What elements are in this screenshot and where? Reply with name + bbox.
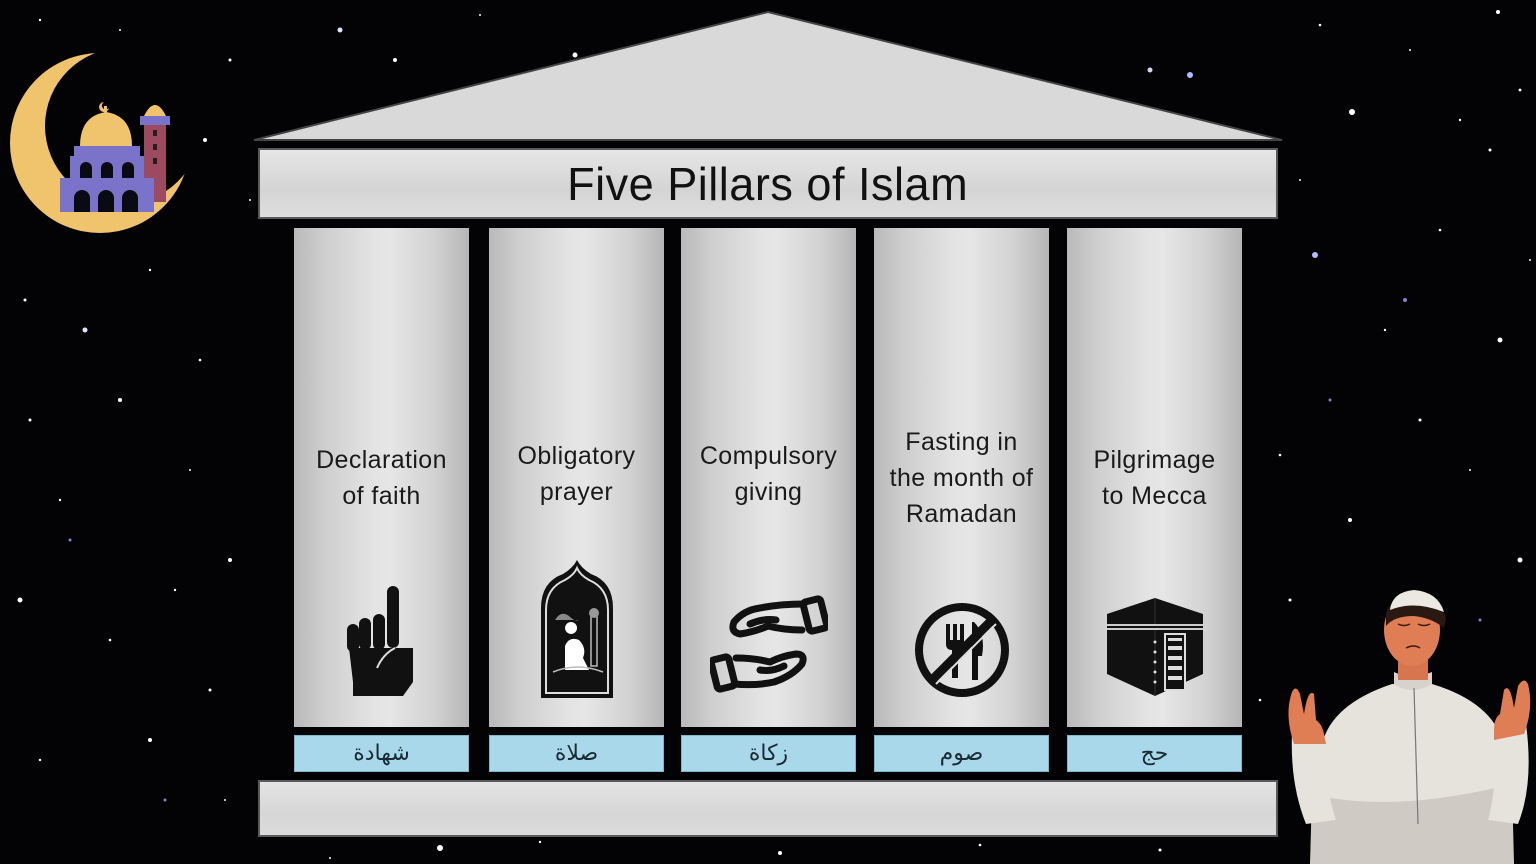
page-title: Five Pillars of Islam: [567, 157, 969, 210]
raised-index-finger-icon: [346, 586, 413, 696]
arabic-label-shahada: شهادة: [294, 735, 469, 772]
pillar-pilgrimage-mecca: Pilgrimage to Mecca: [1067, 228, 1242, 727]
praying-man-illustration: [1288, 590, 1531, 864]
temple-roof: [253, 10, 1283, 141]
arabic-label-hajj: حج: [1067, 735, 1242, 772]
pillar-label: Pilgrimage to Mecca: [1093, 446, 1216, 510]
pillar-label: Compulsory giving: [699, 442, 838, 506]
kaaba-icon: [1106, 598, 1203, 696]
pillar-declaration-of-faith: Declaration of faith: [294, 228, 469, 727]
pillar-label: Declaration of faith: [316, 446, 447, 510]
no-food-icon: [914, 603, 1009, 697]
pillar-compulsory-giving: Compulsory giving: [681, 228, 856, 727]
arabic-label-sawm: صوم: [874, 735, 1049, 772]
praying-person-in-arch-icon: [540, 560, 613, 698]
giving-hands-icon: [709, 595, 828, 693]
title-banner: Five Pillars of Islam: [258, 148, 1278, 219]
crescent-mosque-icon: [10, 53, 190, 233]
temple-base: [258, 780, 1278, 837]
arabic-label-zakah: زكاة: [681, 735, 856, 772]
arabic-label-salah: صلاة: [489, 735, 664, 772]
pillar-label: Obligatory prayer: [517, 442, 636, 506]
pillar-fasting-ramadan: Fasting in the month of Ramadan: [874, 228, 1049, 727]
pillar-label: Fasting in the month of Ramadan: [889, 428, 1034, 528]
pillar-obligatory-prayer: Obligatory prayer: [489, 228, 664, 727]
